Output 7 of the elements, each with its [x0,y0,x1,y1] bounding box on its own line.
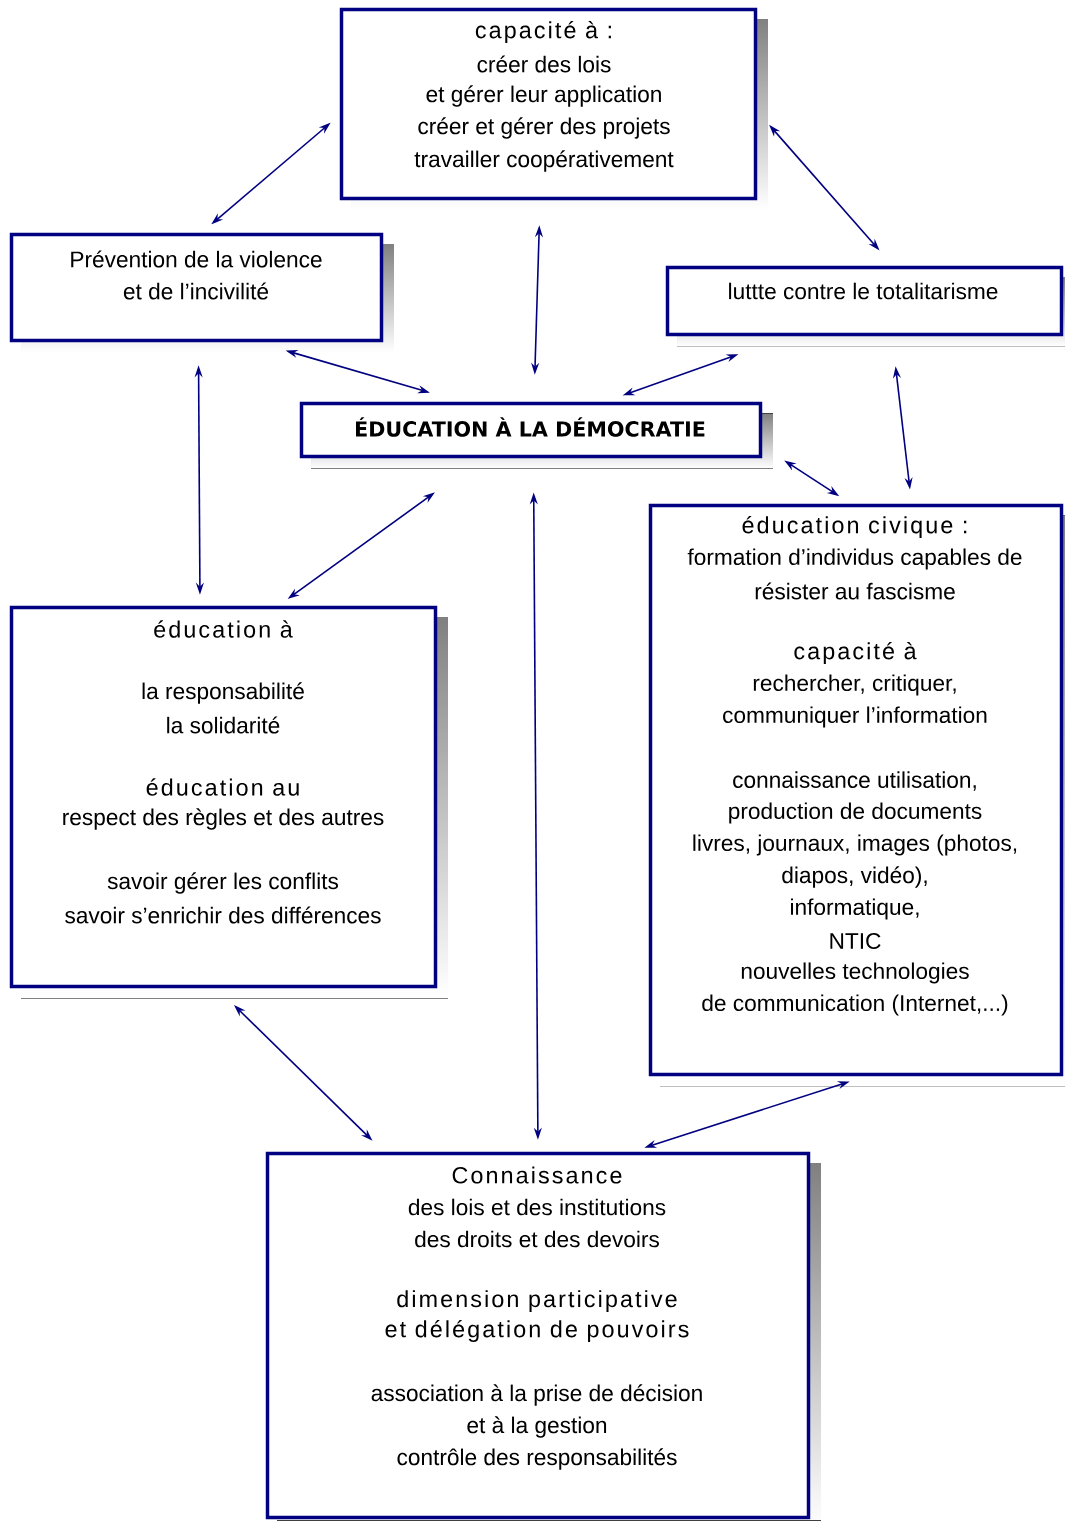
text-box: luttte contre le totalitarisme [665,265,1065,347]
text-box: ÉDUCATION À LA DÉMOCRATIE [299,401,773,469]
text-box: Prévention de la violence et de l’incivilité [9,232,394,353]
text-box: capacité à : créer des lois et gérer leur application créer et gérer des projets travailler coopérativement [339,7,768,211]
text-box: éducation civique : formation d’individus capables de résister au fascisme capacité à rechercher, critiquer, communiquer l’information connaissance utilisation, production de documents livres, journaux, images (photos, diapos, vidéo), informatique, NTIC nouvelles technologies de communication (Internet,...) [648,503,1065,1087]
text-box: éducation à la responsabilité la solidarité éducation au respect des règles et des autres savoir gérer les conflits savoir s’enrichir des différences [9,605,448,999]
text-box: Connaissance des lois et des institutions des droits et des devoirs dimension participative et délégation de pouvoirs association à la prise de décision et à la gestion contrôle des responsabilités [265,1151,821,1521]
